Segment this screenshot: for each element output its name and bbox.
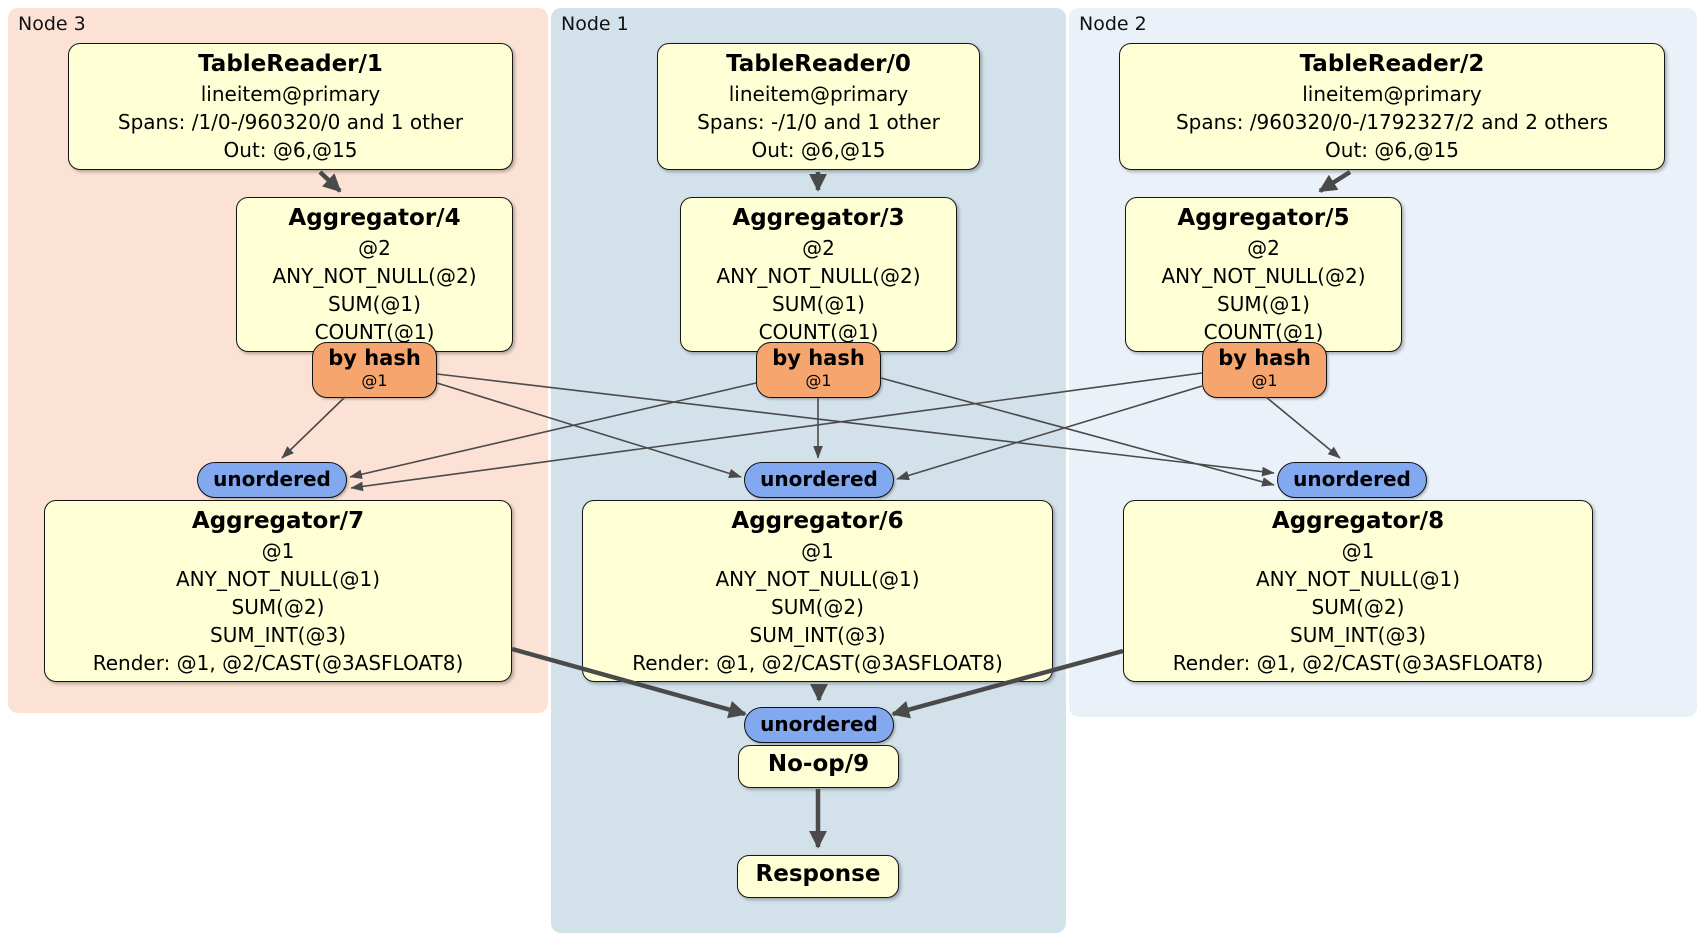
plan-node-aggregator-3: Aggregator/3 @2 ANY_NOT_NULL(@2) SUM(@1)… [680, 197, 957, 352]
plan-node-line: Spans: -/1/0 and 1 other [697, 110, 940, 134]
plan-node-title: Aggregator/5 [1177, 205, 1350, 231]
router-label: by hash [772, 346, 865, 370]
plan-node-line: Out: @6,@15 [223, 138, 358, 162]
plan-node-line: Render: @1, @2/CAST(@3ASFLOAT8) [632, 651, 1003, 675]
stream-unordered-left: unordered [197, 462, 347, 498]
router-label: by hash [328, 346, 421, 370]
plan-node-line: SUM(@2) [1311, 595, 1405, 619]
router-label: by hash [1218, 346, 1311, 370]
plan-node-line: SUM(@1) [772, 292, 865, 316]
plan-node-title: Aggregator/4 [288, 205, 461, 231]
region-label-node-2: Node 2 [1079, 13, 1147, 35]
plan-node-aggregator-4: Aggregator/4 @2 ANY_NOT_NULL(@2) SUM(@1)… [236, 197, 513, 352]
plan-node-title: Aggregator/6 [731, 508, 904, 534]
plan-node-title: No-op/9 [767, 751, 870, 777]
region-label-node-3: Node 3 [18, 13, 86, 35]
plan-node-line: SUM_INT(@3) [210, 623, 346, 647]
plan-node-title: Aggregator/3 [732, 205, 905, 231]
plan-node-aggregator-8: Aggregator/8 @1 ANY_NOT_NULL(@1) SUM(@2)… [1123, 500, 1593, 682]
region-label-node-1: Node 1 [561, 13, 629, 35]
plan-node-tablereader-0: TableReader/0 lineitem@primary Spans: -/… [657, 43, 980, 170]
plan-node-line: Out: @6,@15 [751, 138, 886, 162]
router-by-hash-node3: by hash @1 [312, 342, 437, 398]
router-by-hash-node1: by hash @1 [756, 342, 881, 398]
router-by-hash-node2: by hash @1 [1202, 342, 1327, 398]
plan-node-line: SUM(@1) [328, 292, 421, 316]
plan-node-line: Spans: /960320/0-/1792327/2 and 2 others [1175, 110, 1608, 134]
plan-node-line: lineitem@primary [728, 82, 909, 106]
plan-node-line: ANY_NOT_NULL(@2) [716, 264, 921, 288]
plan-node-line: @2 [1247, 236, 1280, 260]
stream-unordered-mid: unordered [744, 462, 894, 498]
plan-node-line: COUNT(@1) [314, 320, 435, 344]
plan-node-line: ANY_NOT_NULL(@2) [1161, 264, 1366, 288]
plan-node-line: SUM(@2) [771, 595, 864, 619]
plan-node-line: @2 [802, 236, 835, 260]
plan-node-line: @2 [358, 236, 391, 260]
plan-node-line: COUNT(@1) [1203, 320, 1324, 344]
plan-node-line: lineitem@primary [1302, 82, 1482, 106]
plan-node-line: SUM_INT(@3) [749, 623, 886, 647]
plan-node-response: Response [737, 855, 899, 898]
plan-node-aggregator-7: Aggregator/7 @1 ANY_NOT_NULL(@1) SUM(@2)… [44, 500, 512, 682]
plan-node-line: ANY_NOT_NULL(@1) [1256, 567, 1460, 591]
plan-node-line: lineitem@primary [200, 82, 381, 106]
plan-node-line: @1 [1341, 539, 1375, 563]
plan-node-title: Aggregator/7 [191, 508, 365, 534]
plan-node-line: COUNT(@1) [758, 320, 879, 344]
plan-node-line: ANY_NOT_NULL(@1) [176, 567, 380, 591]
plan-node-title: Aggregator/8 [1271, 508, 1445, 534]
plan-node-aggregator-5: Aggregator/5 @2 ANY_NOT_NULL(@2) SUM(@1)… [1125, 197, 1402, 352]
plan-node-line: Render: @1, @2/CAST(@3ASFLOAT8) [92, 651, 464, 675]
plan-node-title: TableReader/0 [726, 51, 911, 77]
plan-node-tablereader-1: TableReader/1 lineitem@primary Spans: /1… [68, 43, 513, 170]
router-hash-columns: @1 [361, 371, 388, 390]
plan-node-line: @1 [801, 539, 834, 563]
stream-unordered-right: unordered [1277, 462, 1427, 498]
plan-node-line: ANY_NOT_NULL(@2) [272, 264, 477, 288]
plan-node-title: TableReader/2 [1299, 51, 1485, 77]
plan-node-line: Render: @1, @2/CAST(@3ASFLOAT8) [1172, 651, 1544, 675]
plan-node-line: SUM_INT(@3) [1290, 623, 1426, 647]
stream-unordered-final: unordered [744, 707, 894, 743]
plan-node-line: Spans: /1/0-/960320/0 and 1 other [117, 110, 464, 134]
router-hash-columns: @1 [1251, 371, 1278, 390]
plan-node-aggregator-6: Aggregator/6 @1 ANY_NOT_NULL(@1) SUM(@2)… [582, 500, 1053, 682]
plan-node-tablereader-2: TableReader/2 lineitem@primary Spans: /9… [1119, 43, 1665, 170]
plan-node-line: @1 [261, 539, 295, 563]
router-hash-columns: @1 [805, 371, 832, 390]
plan-node-line: SUM(@1) [1217, 292, 1310, 316]
plan-node-title: Response [755, 861, 881, 887]
plan-node-line: Out: @6,@15 [1325, 138, 1459, 162]
plan-node-title: TableReader/1 [198, 51, 383, 77]
plan-node-line: SUM(@2) [231, 595, 325, 619]
plan-node-noop-9: No-op/9 [738, 745, 899, 788]
plan-node-line: ANY_NOT_NULL(@1) [715, 567, 920, 591]
